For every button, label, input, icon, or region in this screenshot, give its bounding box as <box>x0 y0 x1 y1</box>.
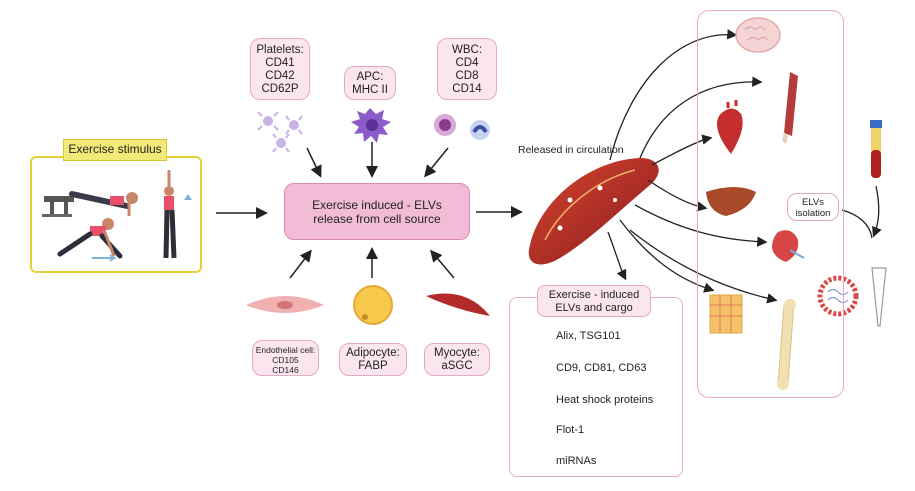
exercise-figures-illustration <box>42 170 192 262</box>
cargo-title-line-1: Exercise - induced <box>548 289 640 301</box>
arrow-to-cargo <box>607 231 627 281</box>
exercise-stimulus-panel <box>30 156 202 273</box>
bone-icon <box>777 299 796 390</box>
myocyte-title: Myocyte: <box>433 347 480 359</box>
wbc-marker-3: CD14 <box>452 83 482 95</box>
adipose-tissue-icon <box>709 294 743 334</box>
platelets-box: Platelets: CD41 CD42 CD62P <box>250 38 310 100</box>
sample-tube-icon <box>871 267 887 327</box>
endothelial-cell-icon <box>246 296 324 313</box>
legend-item-alix: Alix, TSG101 <box>556 330 621 342</box>
elv-release-box: Exercise induced - ELVs release from cel… <box>284 183 470 240</box>
elv-release-line-2: release from cell source <box>313 212 441 226</box>
platelets-title: Platelets: <box>256 44 304 56</box>
kidney-icon <box>772 230 805 262</box>
exercise-stimulus-label: Exercise stimulus <box>63 139 167 161</box>
arrow-to-heart <box>651 134 713 166</box>
myocyte-box: Myocyte: aSGC <box>424 343 490 376</box>
arrow-myocyte-to-center <box>430 249 455 279</box>
platelets-marker-3: CD62P <box>261 83 299 95</box>
platelet-cells-icon <box>257 111 303 153</box>
released-in-circulation-label: Released in circulation <box>518 144 624 156</box>
adipocyte-title: Adipocyte: <box>346 347 400 359</box>
arrow-to-adipose <box>619 219 715 293</box>
elvs-isolation-box: ELVs isolation <box>787 193 839 221</box>
arrow-to-muscle <box>639 76 763 159</box>
arrow-wbc-to-center <box>424 147 449 178</box>
wbc-marker-2: CD8 <box>455 70 479 82</box>
wbc-cells-icon <box>434 114 490 140</box>
arrow-tube-down <box>872 185 882 238</box>
adipocyte-box: Adipocyte: FABP <box>339 343 407 376</box>
isolated-elv-icon <box>817 275 859 317</box>
arrow-isolation-line <box>841 209 873 239</box>
target-organs-panel <box>697 10 844 398</box>
heart-icon <box>717 100 743 154</box>
cargo-title-line-2: ELVs and cargo <box>555 302 633 314</box>
endothelial-title: Endothelial cell: <box>255 345 316 355</box>
liver-icon <box>706 187 756 216</box>
endothelial-box: Endothelial cell: CD105 CD146 <box>252 340 319 376</box>
arrow-platelets-to-center <box>306 147 322 178</box>
wbc-marker-1: CD4 <box>455 57 479 69</box>
arrow-to-bone <box>629 229 778 304</box>
elv-release-line-1: Exercise induced - ELVs <box>312 198 442 212</box>
adipocyte-marker: FABP <box>358 360 388 372</box>
elvs-isolation-line-2: isolation <box>795 208 831 219</box>
apc-title: APC: <box>356 71 384 83</box>
legend-item-flot1: Flot-1 <box>556 424 585 436</box>
blood-vessel-icon <box>528 158 659 265</box>
endothelial-marker-2: CD146 <box>272 365 299 375</box>
wbc-title: WBC: <box>451 44 483 56</box>
apc-box: APC: MHC II <box>344 66 396 100</box>
legend-item-mirnas: miRNAs <box>556 455 597 467</box>
myocyte-icon <box>426 293 490 316</box>
muscle-icon <box>782 72 798 144</box>
endothelial-marker-1: CD105 <box>272 355 299 365</box>
brain-icon <box>735 17 781 53</box>
cargo-legend-panel <box>509 297 683 477</box>
blood-tube-icon <box>870 120 882 178</box>
apc-cell-icon <box>351 108 391 143</box>
platelets-marker-1: CD41 <box>265 57 295 69</box>
arrow-to-kidney <box>634 204 768 247</box>
wbc-box: WBC: CD4 CD8 CD14 <box>437 38 497 100</box>
legend-item-tetraspanins: CD9, CD81, CD63 <box>556 362 647 374</box>
myocyte-marker: aSGC <box>441 360 473 372</box>
adipocyte-icon <box>353 285 393 325</box>
elvs-isolation-line-1: ELVs <box>801 197 824 208</box>
platelets-marker-2: CD42 <box>265 70 295 82</box>
arrow-to-brain <box>609 29 738 161</box>
cargo-legend-title: Exercise - induced ELVs and cargo <box>537 285 651 317</box>
apc-marker: MHC II <box>352 84 388 96</box>
arrow-endothelial-to-center <box>289 249 312 279</box>
legend-item-heat-shock: Heat shock proteins <box>556 394 654 406</box>
arrow-to-liver <box>647 179 708 212</box>
